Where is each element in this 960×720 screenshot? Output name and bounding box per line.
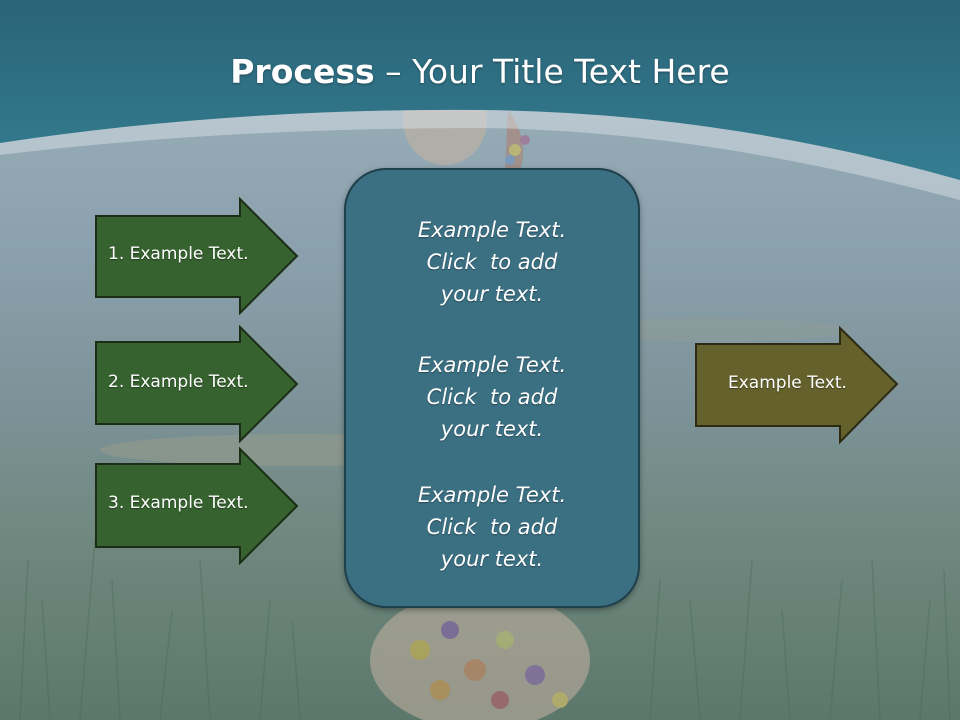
center-text-box[interactable]: Example Text. Click to add your text. Ex… (344, 168, 640, 608)
arrow-shape (95, 197, 299, 315)
text-block-2: Example Text. Click to add your text. (346, 349, 638, 445)
block-line-1: Example Text. (417, 353, 567, 377)
block-line-1: Example Text. (417, 218, 567, 242)
arrow-label: 1. Example Text. (108, 244, 249, 264)
block-line-2: Click to add (426, 515, 558, 539)
arrow-shape (95, 447, 299, 565)
arrow-label: Example Text. (728, 373, 847, 393)
arrow-label: 3. Example Text. (108, 493, 249, 513)
process-arrow-1[interactable]: 1. Example Text. (94, 197, 300, 315)
title-bold: Process (230, 52, 375, 91)
arrow-shape (95, 325, 299, 443)
block-line-3: your text. (440, 282, 544, 306)
process-arrow-3[interactable]: 3. Example Text. (94, 447, 300, 565)
title-rest: – Your Title Text Here (374, 52, 730, 91)
block-line-1: Example Text. (417, 483, 567, 507)
slide-title: Process – Your Title Text Here (0, 52, 960, 91)
arrow-label: 2. Example Text. (108, 372, 249, 392)
block-line-2: Click to add (426, 385, 558, 409)
block-line-3: your text. (440, 417, 544, 441)
block-line-3: your text. (440, 547, 544, 571)
text-block-3: Example Text. Click to add your text. (346, 479, 638, 575)
text-block-1: Example Text. Click to add your text. (346, 214, 638, 310)
process-arrow-2[interactable]: 2. Example Text. (94, 325, 300, 443)
block-line-2: Click to add (426, 250, 558, 274)
result-arrow[interactable]: Example Text. (694, 326, 900, 444)
arrow-shape (695, 326, 899, 444)
